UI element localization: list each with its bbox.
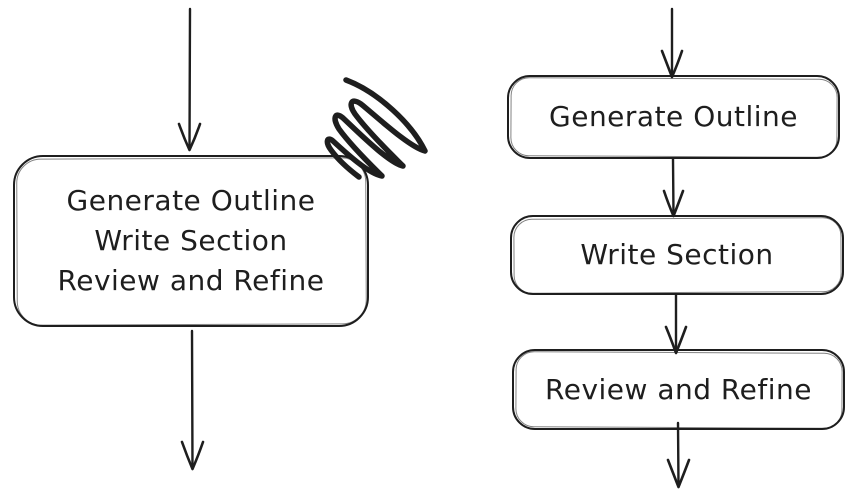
generate-outline-node: Generate Outline [549,100,798,133]
scribble-scratch-mark [324,77,428,180]
node-line: Review and Refine [57,264,325,297]
arrow-down-icon [180,329,205,471]
node-line: Write Section [94,224,288,257]
review-refine-node: Review and Refine [545,372,812,406]
write-section-node-box [510,215,844,295]
arrow-down-icon [666,421,691,489]
write-section-node: Write Section [580,238,774,271]
node-line: Generate Outline [66,184,316,217]
arrow-down-icon [177,7,202,152]
combined-node-box [13,155,369,327]
combined-steps-node: Generate Outline Write Section Review an… [14,156,368,326]
arrow-down-icon [662,157,685,218]
arrow-down-icon [660,7,684,79]
arrow-down-icon [664,293,688,355]
